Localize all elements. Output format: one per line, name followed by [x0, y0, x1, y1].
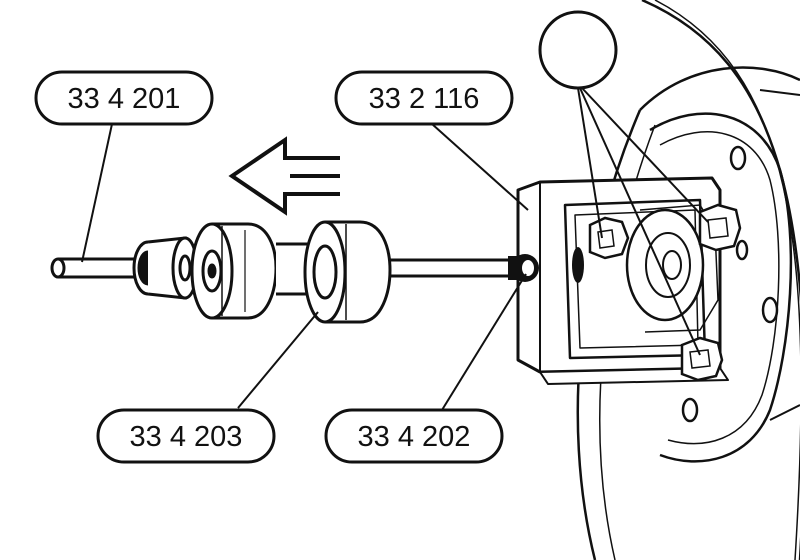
handle-collar [132, 236, 199, 300]
wheel-bolt-hole [735, 239, 749, 261]
callout-33-4-202: 33 4 202 [324, 408, 504, 464]
callout-label: 33 4 201 [68, 83, 181, 115]
puller-sleeve [276, 220, 392, 324]
handle-rod [50, 257, 140, 279]
wheel-bolt-hole [761, 296, 779, 324]
slide-weight [190, 222, 278, 320]
callout-33-4-203: 33 4 203 [96, 408, 276, 464]
threaded-adapter [508, 254, 539, 282]
wheel-hub [649, 112, 793, 463]
pull-direction-arrow-icon [228, 136, 340, 216]
leader-lines [81, 87, 709, 411]
reference-marker-circle [538, 10, 618, 90]
callout-33-4-201: 33 4 201 [34, 70, 214, 126]
bracket-nut-bottom [680, 336, 724, 382]
wheel-bolt-hole [729, 145, 747, 171]
hub-center [625, 204, 719, 333]
bracket-nut-top-left [588, 216, 630, 260]
callout-33-2-116: 33 2 116 [334, 70, 514, 126]
callout-label: 33 2 116 [369, 83, 480, 115]
bracket-nut-top-right [698, 203, 742, 252]
callout-label: 33 4 203 [130, 421, 243, 453]
spindle-shaft [390, 258, 515, 278]
wheel-bolt-hole [681, 397, 699, 423]
callout-label: 33 4 202 [358, 421, 471, 453]
bracket-fitting [572, 247, 584, 283]
